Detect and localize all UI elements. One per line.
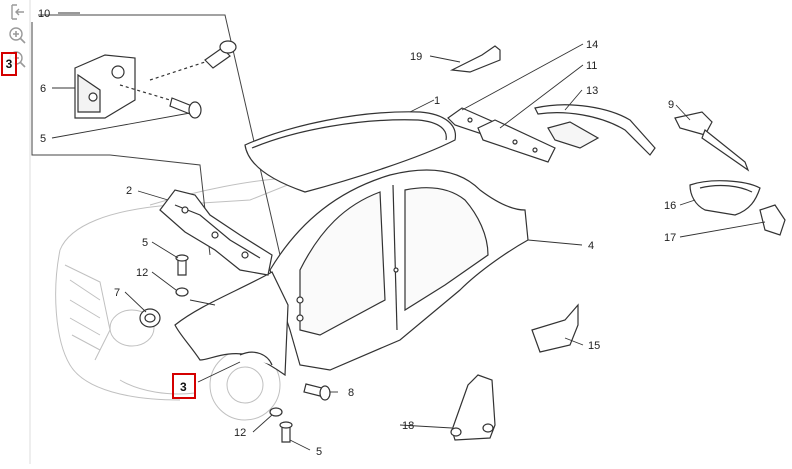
- part-1-roof: [244, 111, 456, 193]
- zoom-in-icon[interactable]: [8, 26, 28, 46]
- callout-11[interactable]: 11: [586, 60, 597, 72]
- callout-5-lower[interactable]: 5: [316, 446, 322, 458]
- part-5-bolt-middle: [175, 254, 189, 276]
- part-5-bolt-lower: [279, 421, 293, 443]
- part-18-gusset: [450, 374, 496, 441]
- callout-12-upper[interactable]: 12: [136, 267, 148, 279]
- part-10-bolt: [149, 40, 237, 81]
- part-3-front-wing: [174, 271, 289, 377]
- callout-1[interactable]: 1: [434, 95, 440, 107]
- side-toolbar: 3: [0, 0, 30, 464]
- callout-17[interactable]: 17: [664, 232, 676, 244]
- callout-10[interactable]: 10: [38, 8, 50, 20]
- part-9-strip: [674, 111, 750, 172]
- leader-lines: [51, 12, 766, 451]
- callout-3[interactable]: 3: [180, 380, 187, 394]
- callout-19[interactable]: 19: [410, 51, 422, 63]
- callout-6[interactable]: 6: [40, 83, 46, 95]
- part-6-bracket: [74, 54, 136, 119]
- callout-8[interactable]: 8: [348, 387, 354, 399]
- callout-9[interactable]: 9: [668, 99, 674, 111]
- callout-16[interactable]: 16: [664, 200, 676, 212]
- part-4-body-side: [269, 169, 529, 371]
- part-8-bolt: [303, 383, 331, 401]
- callout-13[interactable]: 13: [586, 85, 598, 97]
- part-19-bracket: [449, 45, 501, 73]
- callout-5-middle[interactable]: 5: [142, 237, 148, 249]
- part-12-clip-upper: [175, 287, 189, 297]
- callout-15[interactable]: 15: [588, 340, 600, 352]
- callout-7[interactable]: 7: [114, 287, 120, 299]
- callout-2[interactable]: 2: [126, 185, 132, 197]
- callout-14[interactable]: 14: [586, 39, 598, 51]
- part-16-wheelarch: [689, 180, 761, 216]
- callout-4[interactable]: 4: [588, 240, 594, 252]
- selected-part-indicator[interactable]: 3: [1, 52, 17, 76]
- part-2-crossmember: [159, 189, 273, 276]
- callout-labels: 10 6 5 19 1 14 11 13 9 2 16 17 4 5 12 7 …: [38, 8, 676, 458]
- part-12-clip-lower: [269, 407, 283, 417]
- part-11-rail: [477, 119, 556, 163]
- callout-12-lower[interactable]: 12: [234, 427, 246, 439]
- part-15-bracket: [531, 303, 579, 353]
- callout-3-highlight: [172, 373, 196, 399]
- part-7-grommet: [139, 308, 161, 328]
- part-5-bolt-upper: [119, 84, 202, 119]
- callout-5-upper[interactable]: 5: [40, 133, 46, 145]
- part-17-plate: [759, 204, 786, 236]
- expand-icon[interactable]: [8, 2, 28, 22]
- part-13-roof-rail: [534, 104, 656, 156]
- selected-part-label: 3: [5, 57, 13, 71]
- callout-18[interactable]: 18: [402, 420, 414, 432]
